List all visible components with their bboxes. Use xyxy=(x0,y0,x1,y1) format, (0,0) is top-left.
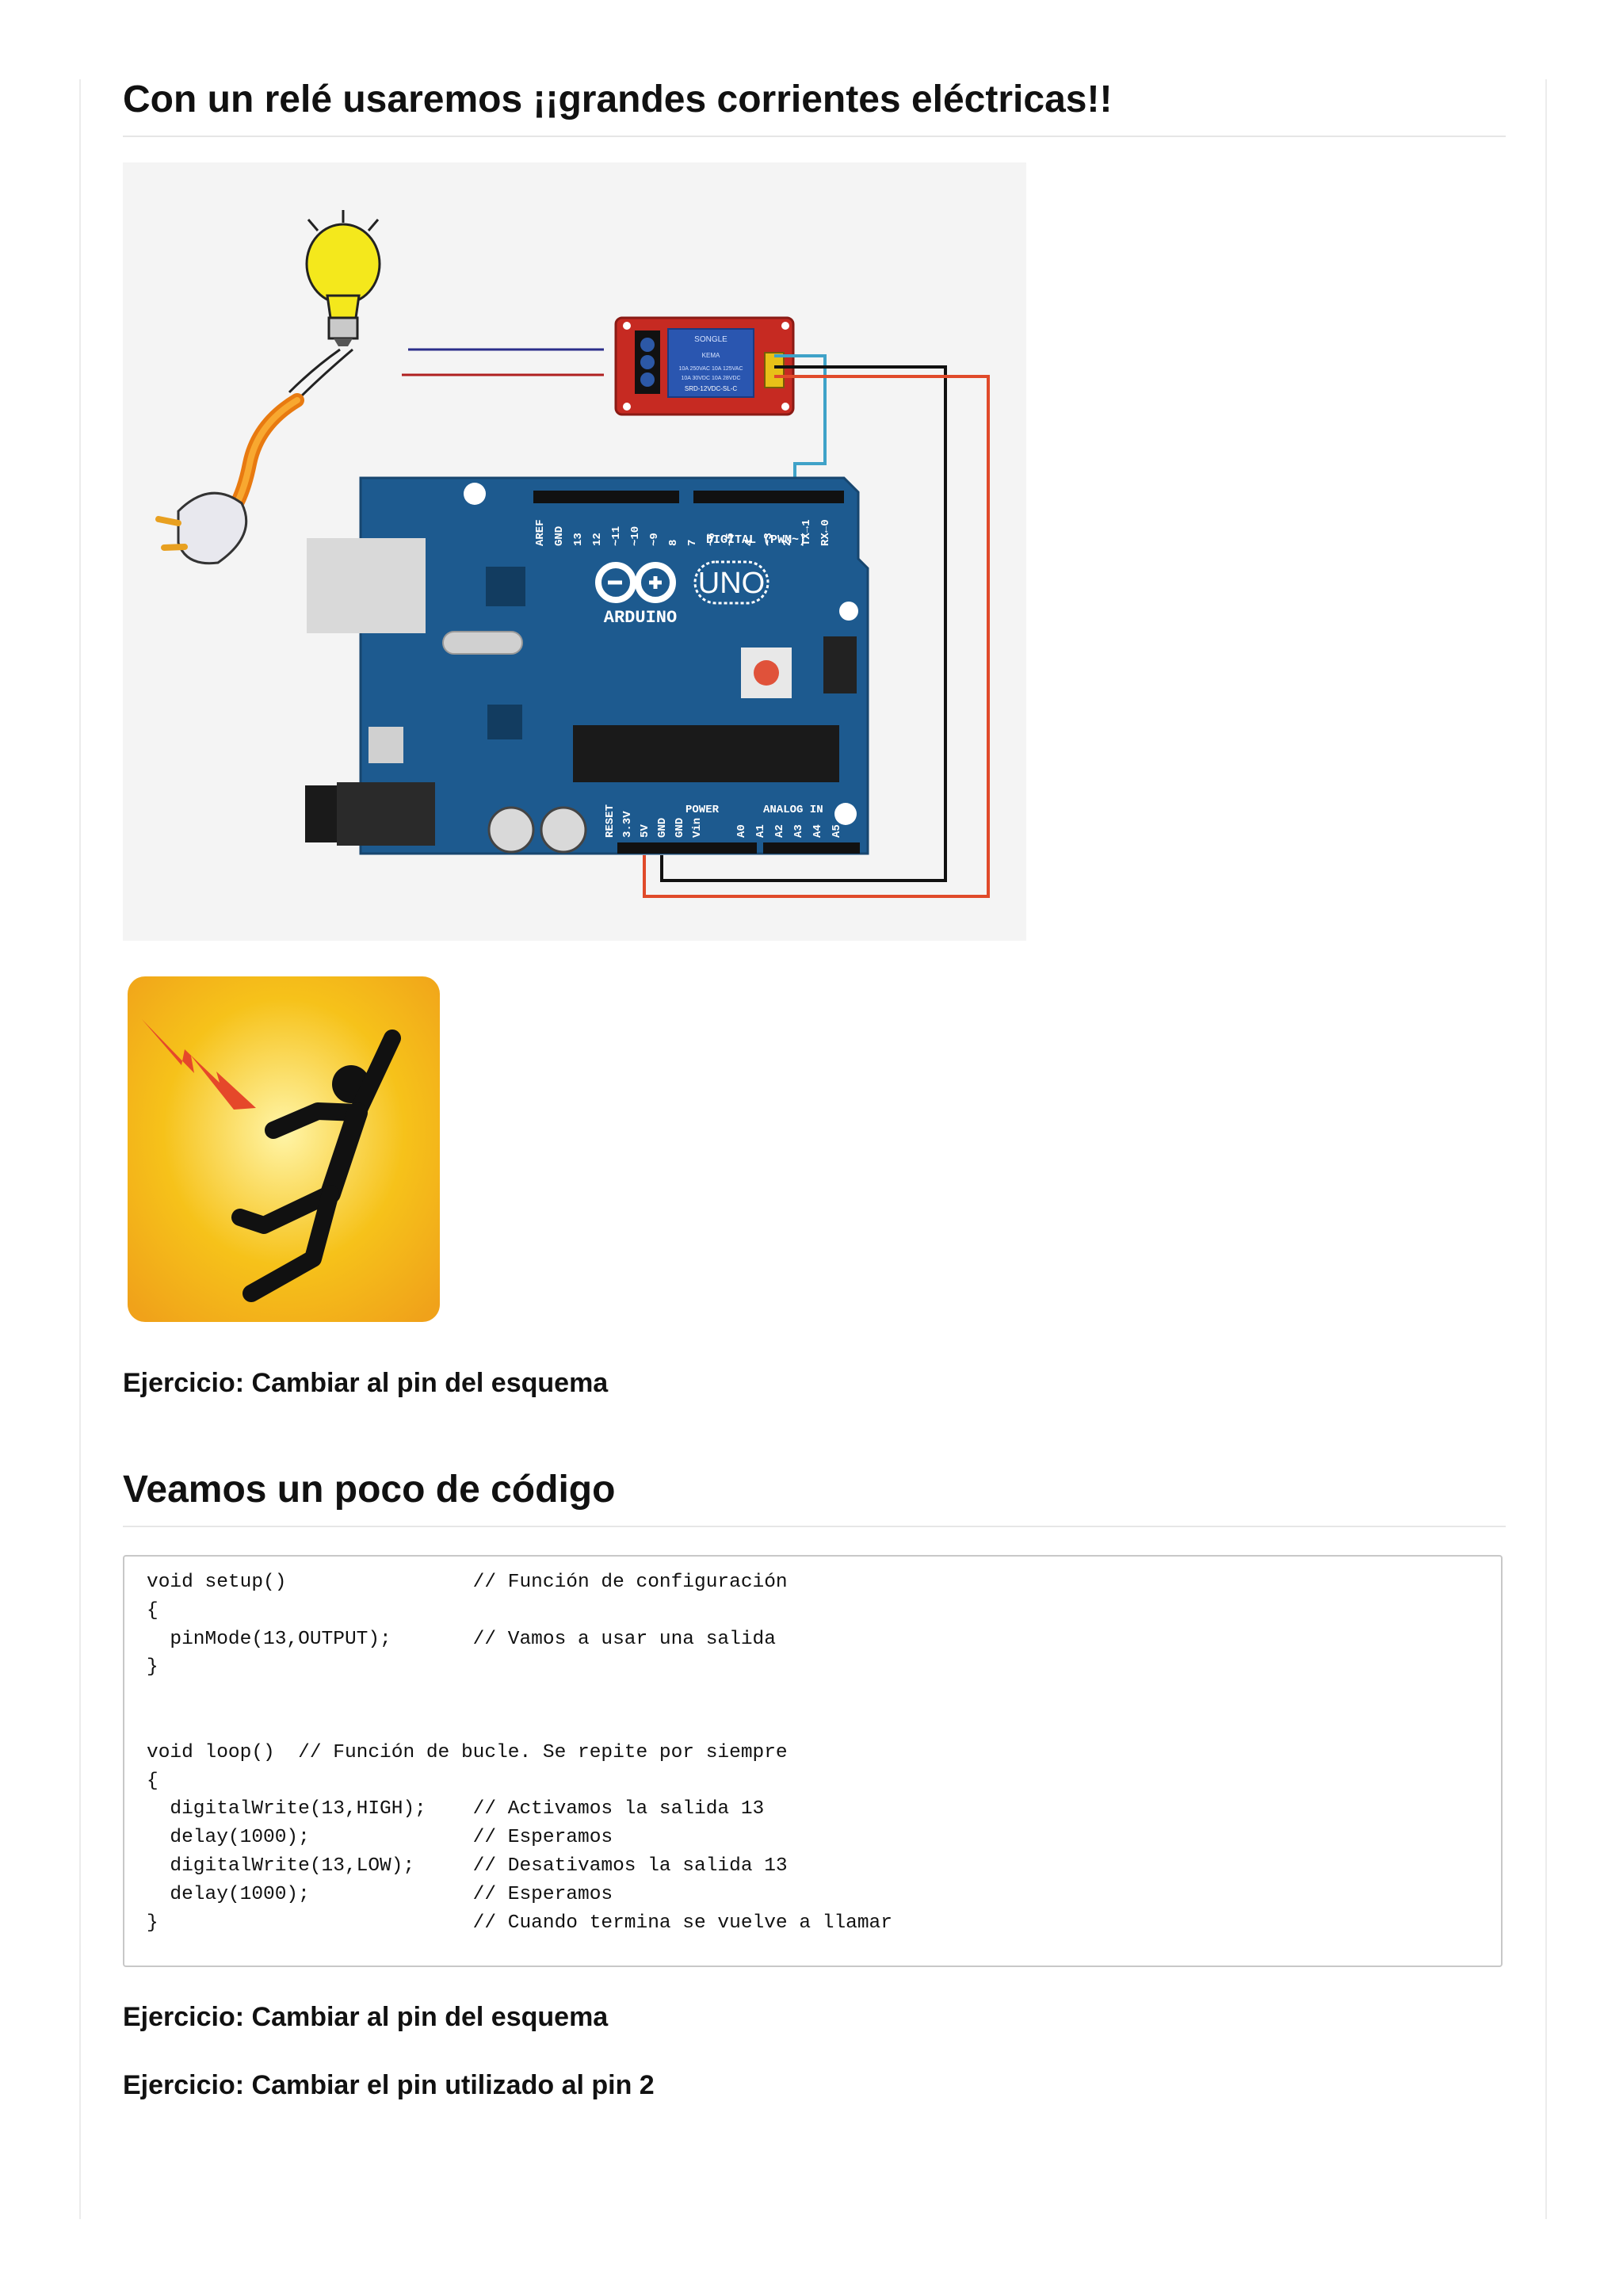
pin-label: A0 xyxy=(735,824,748,838)
code-line: void setup() // Función de configuración xyxy=(147,1572,788,1593)
code-line: { xyxy=(147,1770,158,1792)
pin-label: RESET xyxy=(604,804,617,838)
code-line: pinMode(13,OUTPUT); // Vamos a usar una … xyxy=(147,1628,776,1650)
pin-label: ~11 xyxy=(610,526,623,546)
pin-label: RX←0 xyxy=(819,519,832,546)
code-line: delay(1000); // Esperamos xyxy=(147,1827,613,1849)
pin-label: Vin xyxy=(691,818,704,838)
pin-label: A2 xyxy=(773,824,786,838)
uno-logo-text: UNO xyxy=(698,567,765,600)
pin-label: ~9 xyxy=(648,533,661,546)
code-line: void loop() // Función de bucle. Se repi… xyxy=(147,1741,788,1763)
code-line: } xyxy=(147,1656,158,1679)
electric-shock-icon xyxy=(128,976,440,1322)
pin-label: ~10 xyxy=(629,526,642,546)
digital-pwm-label: DIGITAL (PWM~) xyxy=(706,533,806,547)
relay-model-label: SRD-12VDC-SL-C xyxy=(685,385,737,392)
pin-label: 12 xyxy=(591,533,604,546)
power-plug-icon xyxy=(155,393,304,565)
pin-label: ~5 xyxy=(724,533,737,546)
pin-label: 5V xyxy=(639,824,651,838)
pin-label: 3.3V xyxy=(621,811,634,838)
section-title-relay: Con un relé usaremos ¡¡grandes corriente… xyxy=(123,78,1506,137)
page-border-left xyxy=(79,79,81,2219)
pin-label: GND xyxy=(553,526,566,546)
pin-label: 7 xyxy=(686,540,699,546)
code-line: digitalWrite(13,HIGH); // Activamos la s… xyxy=(147,1798,765,1820)
pin-label: AREF xyxy=(534,519,547,546)
code-line: delay(1000); // Esperamos xyxy=(147,1883,613,1905)
relay-module: SONGLE 10A 250VAC 10A 125VAC 10A 30VDC 1… xyxy=(614,316,795,416)
power-label: POWER xyxy=(685,804,720,816)
analog-in-label: ANALOG IN xyxy=(763,804,823,816)
code-line: { xyxy=(147,1599,158,1622)
arduino-logo-icon xyxy=(595,562,676,603)
pin-label: A3 xyxy=(792,824,805,838)
section-title-code: Veamos un poco de código xyxy=(123,1468,1506,1527)
exercise-text-1: Ejercicio: Cambiar al pin del esquema xyxy=(123,1368,609,1398)
arduino-uno-board: DIGITAL (PWM~) UNO ARDUINO POWER ANALOG … xyxy=(305,476,869,855)
pin-label: A4 xyxy=(812,824,824,838)
pin-label: TX→1 xyxy=(800,519,813,546)
page-border-right xyxy=(1545,79,1547,2219)
relay-brand-label: SONGLE xyxy=(694,335,727,344)
pin-label: 2 xyxy=(781,540,794,546)
relay-cert-label: KEMA xyxy=(702,352,720,359)
light-bulb-icon xyxy=(305,210,381,346)
code-block: void setup() // Función de configuración… xyxy=(123,1555,1503,1967)
pin-label: 13 xyxy=(572,533,585,546)
exercise-text-2: Ejercicio: Cambiar al pin del esquema xyxy=(123,2002,609,2032)
exercise-text-3: Ejercicio: Cambiar el pin utilizado al p… xyxy=(123,2070,655,2100)
relay-rating-2: 10A 30VDC 10A 28VDC xyxy=(681,376,740,381)
pin-label: 4 xyxy=(743,540,756,546)
arduino-brand-text: ARDUINO xyxy=(604,608,677,628)
relay-wiring-diagram: SONGLE 10A 250VAC 10A 125VAC 10A 30VDC 1… xyxy=(123,162,1026,941)
pin-label: GND xyxy=(656,818,669,838)
pin-label: A1 xyxy=(754,824,767,838)
code-line: digitalWrite(13,LOW); // Desativamos la … xyxy=(147,1855,788,1877)
relay-rating-1: 10A 250VAC 10A 125VAC xyxy=(678,366,743,372)
code-line: } // Cuando termina se vuelve a llamar xyxy=(147,1912,892,1934)
pin-label: ~3 xyxy=(762,533,775,546)
pin-label: 8 xyxy=(667,540,680,546)
pin-label: ~6 xyxy=(705,533,718,546)
pin-label: GND xyxy=(674,818,686,838)
pin-label: A5 xyxy=(831,824,843,838)
